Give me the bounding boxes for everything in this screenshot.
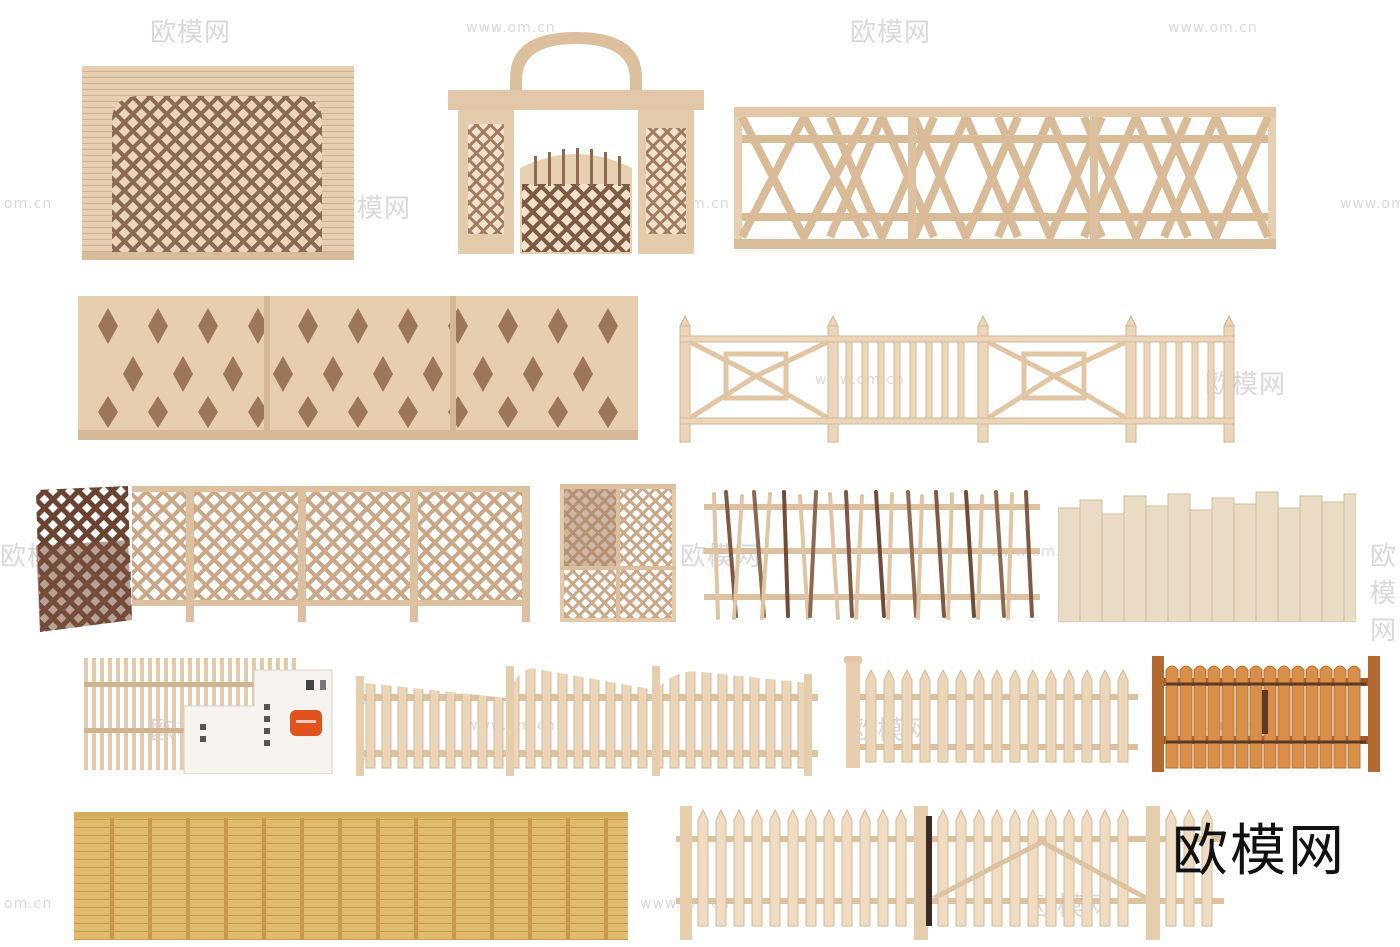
small-lattice-panel [560, 484, 676, 622]
uneven-plank-fence [1058, 490, 1356, 622]
scalloped-picket-fence [356, 664, 818, 776]
watermark-logo: 欧模网 [850, 18, 932, 48]
watermark-url: www.om.cn [1340, 196, 1400, 212]
watermark-url: www.om.cn [466, 20, 556, 36]
watermark-logo: 欧模网 [680, 542, 762, 572]
lattice-panel-fence [82, 66, 354, 260]
yellow-board-fence [74, 812, 628, 940]
pointed-picket-fence [838, 650, 1138, 768]
watermark-logo: 欧模网 [1370, 542, 1398, 646]
watermark-url-edge: om.cn [4, 896, 53, 912]
orange-picket-gate [1152, 656, 1380, 772]
picket-fence-with-gate [676, 806, 1224, 940]
watermark-logo: 欧模网 [1205, 370, 1287, 400]
lattice-fence-with-gate [36, 486, 532, 634]
star-lattice-railing [734, 107, 1276, 249]
watermark-logo: 欧模网 [150, 18, 232, 48]
rustic-branch-fence [704, 490, 1040, 622]
watermark-url-edge: om.cn [4, 196, 53, 212]
brand-logo-text: 欧模网 [1172, 819, 1346, 884]
arch-garden-gate [448, 28, 704, 256]
fence-with-mailbox-wall [84, 658, 334, 774]
post-railing-fence [676, 314, 1238, 444]
watermark-url: www.om.cn [1168, 20, 1258, 36]
woven-board-fence [78, 296, 638, 440]
